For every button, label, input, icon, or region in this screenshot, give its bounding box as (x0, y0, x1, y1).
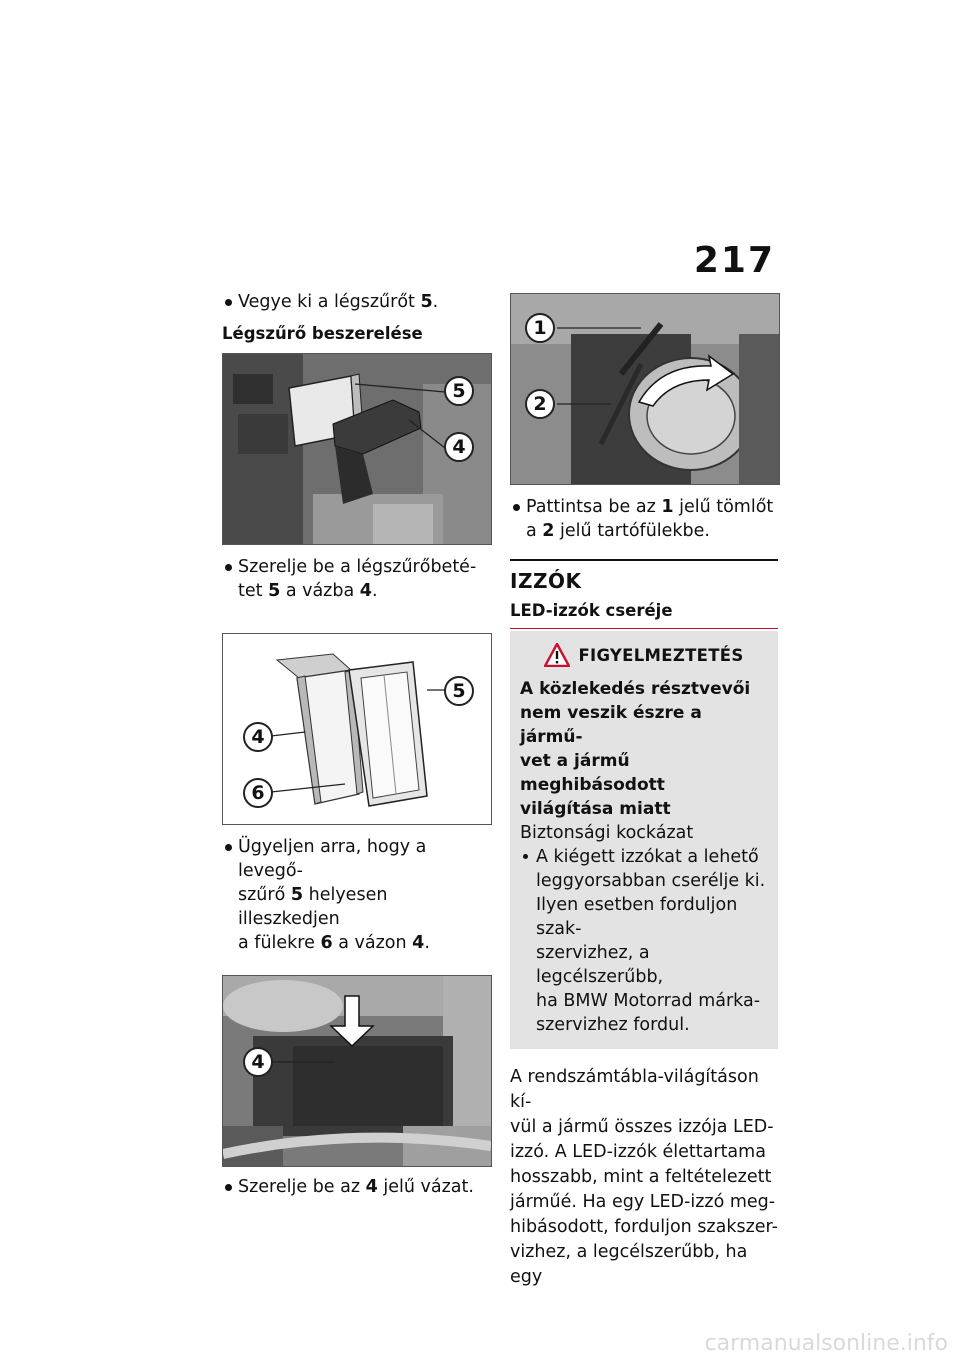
callout-1: 1 (525, 313, 555, 343)
step-check-seating: Ügyeljen arra, hogy a levegő-szűrő 5 hel… (222, 835, 492, 955)
body-line: járműé. Ha egy LED-izzó meg- (510, 1192, 776, 1212)
figure-hose-clips-illustration (511, 294, 779, 484)
warning-rule (510, 628, 778, 629)
figure-frame-install: 4 (222, 975, 492, 1167)
figure-frame-install-illustration (223, 976, 491, 1166)
warning-hazard-line: A közlekedés résztvevői (520, 679, 751, 699)
warning-hazard-line: nem veszik észre a jármű- (520, 703, 702, 747)
callout-4: 4 (444, 432, 474, 462)
figure-filter-frame: 4 6 5 (222, 633, 492, 825)
warning-action: A kiégett izzókat a lehető leggyorsabban… (520, 845, 768, 1037)
page-number: 217 (693, 240, 775, 281)
warning-risk: Biztonsági kockázat (520, 823, 694, 843)
warning-action-line: szervizhez fordul. (536, 1015, 690, 1035)
callout-6: 6 (243, 778, 273, 808)
watermark: carmanualsonline.info (704, 1331, 948, 1356)
subsection-heading-led: LED-izzók cseréje (510, 601, 673, 620)
warning-hazard-line: vet a jármű meghibásodott (520, 751, 665, 795)
figure-filter-removal: 5 4 (222, 353, 492, 545)
warning-triangle-icon (544, 643, 571, 667)
step-install-filter: Szerelje be a légszűrőbeté-tet 5 a vázba… (222, 555, 492, 603)
body-line: izzó. A LED-izzók élettartama (510, 1142, 766, 1162)
body-line: vül a jármű összes izzója LED- (510, 1117, 774, 1137)
section-heading-install: Légszűrő beszerelése (222, 324, 423, 343)
warning-action-line: Ilyen esetben forduljon szak- (536, 895, 738, 939)
warning-action-line: ha BMW Motorrad márka- (536, 991, 761, 1011)
step-install-frame: Szerelje be az 4 jelű vázat. (222, 1175, 492, 1199)
callout-2: 2 (525, 389, 555, 419)
callout-5: 5 (444, 376, 474, 406)
left-column: Vegye ki a légszűrőt 5. Légszűrő beszere… (222, 290, 492, 1199)
figure-hose-clips: 1 2 (510, 293, 780, 485)
callout-4: 4 (243, 722, 273, 752)
warning-action-line: leggyorsabban cserélje ki. (536, 871, 766, 891)
warning-box: FIGYELMEZTETÉS A közlekedés résztvevői n… (510, 631, 778, 1049)
callout-4: 4 (243, 1047, 273, 1077)
body-line: hosszabb, mint a feltételezett (510, 1167, 772, 1187)
body-line: vizhez, a legcélszerűbb, ha egy (510, 1242, 748, 1287)
warning-hazard-line: világítása miatt (520, 799, 671, 819)
body-line: A rendszámtábla-világításon kí- (510, 1067, 759, 1112)
warning-title: FIGYELMEZTETÉS (578, 645, 744, 665)
callout-5: 5 (444, 676, 474, 706)
section-rule (510, 559, 778, 561)
section-heading-bulbs: IZZÓK (510, 569, 582, 593)
warning-header: FIGYELMEZTETÉS (520, 643, 768, 667)
warning-action-line: szervizhez, a legcélszerűbb, (536, 943, 664, 987)
warning-action-line: A kiégett izzókat a lehető (536, 847, 759, 867)
step-remove-filter: Vegye ki a légszűrőt 5. (222, 290, 492, 314)
body-line: hibásodott, forduljon szakszer- (510, 1217, 778, 1237)
led-body-text: A rendszámtábla-világításon kí- vül a já… (510, 1065, 780, 1290)
